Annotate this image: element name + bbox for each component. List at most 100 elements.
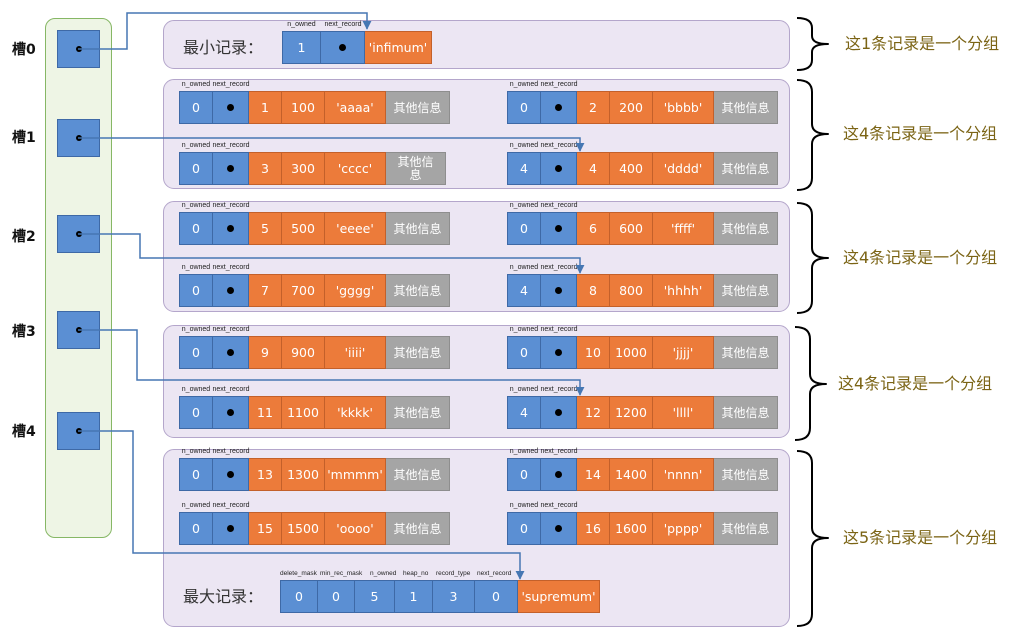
- pointer-dot-icon: [555, 409, 562, 416]
- pointer-dot-icon: [555, 525, 562, 532]
- min-rec-mask-cell: 0: [318, 580, 355, 613]
- next-record-header: next_record: [212, 202, 250, 209]
- min-rec-mask-header: min_rec_mask: [320, 570, 363, 577]
- record-11: n_owned next_record 0 11 1100 'kkkk' 其他信…: [179, 386, 450, 429]
- next-record-pointer-cell: [541, 212, 577, 245]
- next-record-pointer-cell: [321, 31, 365, 64]
- pointer-dot-icon: [555, 225, 562, 232]
- n-owned-cell: 1: [282, 31, 321, 64]
- n-owned-cell: 0: [179, 396, 213, 429]
- n-owned-header: n_owned: [509, 264, 539, 271]
- record-8: n_owned next_record 4 8 800 'hhhh' 其他信息: [507, 264, 778, 307]
- other-info-cell: 其他信息: [386, 212, 450, 245]
- n-owned-cell: 0: [507, 91, 541, 124]
- group-4-caption: 这5条记录是一个分组: [843, 528, 998, 547]
- n-owned-cell: 5: [355, 580, 395, 613]
- record-field-3-cell: 'pppp': [653, 512, 714, 545]
- delete-mask-header: delete_mask: [280, 570, 317, 577]
- record-field-1-cell: 4: [577, 152, 610, 185]
- pointer-dot-icon: [555, 104, 562, 111]
- slot-2-label: 槽2: [12, 229, 36, 245]
- group-2-caption: 这4条记录是一个分组: [843, 248, 998, 267]
- n-owned-cell: 0: [507, 212, 541, 245]
- n-owned-cell: 4: [507, 152, 541, 185]
- record-field-2-cell: 1600: [610, 512, 653, 545]
- record-field-3-cell: 'aaaa': [325, 91, 386, 124]
- pointer-dot-icon: [227, 349, 234, 356]
- group-3-caption: 这4条记录是一个分组: [838, 374, 993, 393]
- pointer-dot-icon: [339, 44, 346, 51]
- record-3: n_owned next_record 0 3 300 'cccc' 其他信息: [179, 142, 446, 185]
- other-info-cell: 其他信息: [714, 212, 778, 245]
- n-owned-header: n_owned: [181, 448, 211, 455]
- record-field-1-cell: 10: [577, 336, 610, 369]
- n-owned-header: n_owned: [181, 81, 211, 88]
- next-record-pointer-cell: [213, 458, 249, 491]
- record-2: n_owned next_record 0 2 200 'bbbb' 其他信息: [507, 81, 778, 124]
- other-info-cell: 其他信息: [386, 336, 450, 369]
- n-owned-cell: 4: [507, 396, 541, 429]
- n-owned-header: n_owned: [181, 264, 211, 271]
- group-3-brace-icon: [794, 326, 827, 441]
- other-info-cell: 其他信息: [386, 512, 450, 545]
- pointer-dot-icon: [227, 165, 234, 172]
- slot-4-label: 槽4: [12, 424, 36, 440]
- delete-mask-cell: 0: [280, 580, 318, 613]
- next-record-pointer-cell: [541, 396, 577, 429]
- record-field-1-cell: 7: [249, 274, 282, 307]
- pointer-dot-icon: [555, 287, 562, 294]
- heap-no-header: heap_no: [403, 570, 429, 577]
- supremum-title: 最大记录：: [183, 587, 264, 606]
- group-4-brace-icon: [796, 450, 829, 627]
- record-field-1-cell: 14: [577, 458, 610, 491]
- other-info-cell: 其他信息: [714, 336, 778, 369]
- record-field-1-cell: 8: [577, 274, 610, 307]
- group-1-caption: 这4条记录是一个分组: [843, 124, 998, 143]
- next-record-pointer-cell: [213, 512, 249, 545]
- n-owned-header: n_owned: [509, 502, 539, 509]
- record-4: n_owned next_record 4 4 400 'dddd' 其他信息: [507, 142, 778, 185]
- next-record-pointer-cell: [213, 91, 249, 124]
- record-1: n_owned next_record 0 1 100 'aaaa' 其他信息: [179, 81, 450, 124]
- record-15: n_owned next_record 0 15 1500 'oooo' 其他信…: [179, 502, 450, 545]
- record-field-1-cell: 5: [249, 212, 282, 245]
- other-info-cell: 其他信息: [714, 458, 778, 491]
- record-field-1-cell: 1: [249, 91, 282, 124]
- record-field-1-cell: 9: [249, 336, 282, 369]
- record-field-3-cell: 'dddd': [653, 152, 714, 185]
- heap-no-cell: 1: [395, 580, 433, 613]
- next-record-pointer-cell: [541, 458, 577, 491]
- pointer-dot-icon: [227, 409, 234, 416]
- record-field-3-cell: 'nnnn': [653, 458, 714, 491]
- slot-directory-panel: [45, 18, 112, 538]
- next-record-header: next_record: [540, 502, 578, 509]
- record-field-2-cell: 300: [282, 152, 325, 185]
- record-5: n_owned next_record 0 5 500 'eeee' 其他信息: [179, 202, 450, 245]
- record-field-2-cell: 700: [282, 274, 325, 307]
- pointer-dot-icon: [227, 287, 234, 294]
- record-7: n_owned next_record 0 7 700 'gggg' 其他信息: [179, 264, 450, 307]
- pointer-dot-icon: [75, 428, 82, 434]
- n-owned-header: n_owned: [370, 570, 397, 577]
- next-record-header: next_record: [540, 202, 578, 209]
- next-record-pointer-cell: [541, 91, 577, 124]
- record-field-3-cell: 'oooo': [325, 512, 386, 545]
- next-record-header: next_record: [212, 264, 250, 271]
- n-owned-header: n_owned: [181, 386, 211, 393]
- pointer-dot-icon: [227, 225, 234, 232]
- n-owned-header: n_owned: [181, 202, 211, 209]
- record-field-1-cell: 12: [577, 396, 610, 429]
- record-12: n_owned next_record 4 12 1200 'llll' 其他信…: [507, 386, 778, 429]
- other-info-cell: 其他信息: [386, 458, 450, 491]
- infimum-value-cell: 'infimum': [365, 31, 432, 64]
- next-record-pointer-cell: [541, 336, 577, 369]
- record-field-2-cell: 500: [282, 212, 325, 245]
- next-record-header: next_record: [540, 386, 578, 393]
- next-record-header: next_record: [212, 386, 250, 393]
- record-field-3-cell: 'kkkk': [325, 396, 386, 429]
- next-record-header: next_record: [540, 264, 578, 271]
- record-field-3-cell: 'eeee': [325, 212, 386, 245]
- next-record-header: next_record: [540, 81, 578, 88]
- record-field-3-cell: 'mmmm': [325, 458, 386, 491]
